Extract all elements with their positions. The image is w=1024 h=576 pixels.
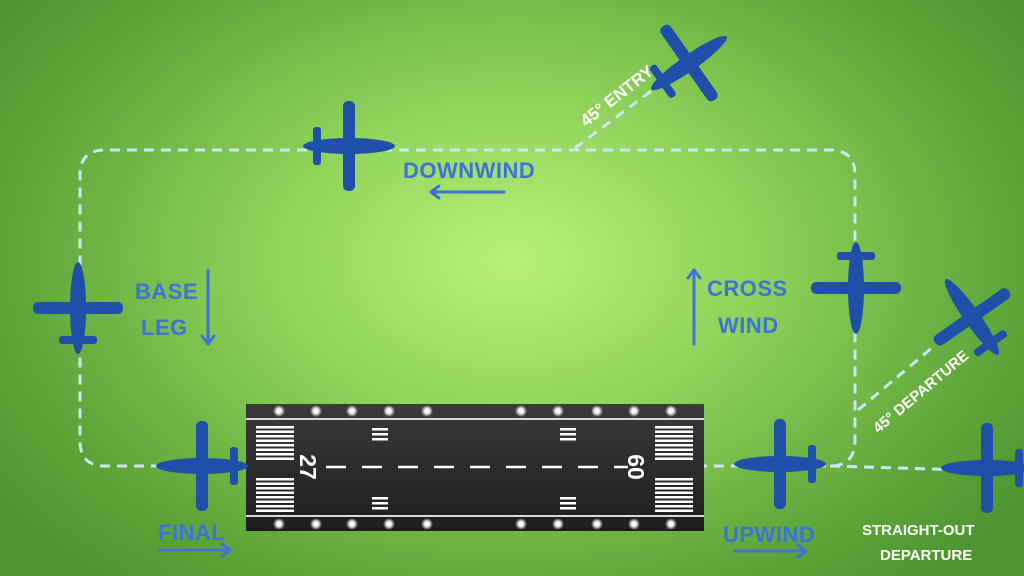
runway-stripe (256, 457, 294, 460)
runway-stripe (256, 491, 294, 494)
runway-stripe (256, 453, 294, 456)
base-leg-label-line2: LEG (141, 315, 188, 340)
upwind-label: UPWIND (723, 522, 816, 547)
runway-stripe (256, 505, 294, 508)
runway-light (273, 518, 285, 530)
final-arrow-icon (157, 542, 232, 558)
runway-stripe (655, 496, 693, 499)
runway-light (346, 405, 358, 417)
straight-out-departure-label-line2: DEPARTURE (880, 547, 973, 564)
departure-45-label: 45° DEPARTURE (870, 347, 972, 437)
runway-stripe (560, 433, 576, 436)
runway-stripe (256, 482, 294, 485)
runway-stripe (655, 430, 693, 433)
runway-light (310, 405, 322, 417)
airplane-icon (941, 423, 1024, 513)
runway-stripe (372, 497, 388, 500)
runway-stripe (655, 478, 693, 481)
runway-stripe (655, 453, 693, 456)
runway-light (421, 405, 433, 417)
runway-stripe (256, 487, 294, 490)
runway-stripe (655, 491, 693, 494)
downwind-arrow-icon (429, 184, 506, 200)
runway-light (591, 405, 603, 417)
straight-out-departure-path (829, 464, 966, 472)
runway-light (383, 405, 395, 417)
crosswind-arrow-icon (686, 268, 702, 346)
runway-number-right: 09 (623, 454, 649, 480)
runway-stripe (256, 500, 294, 503)
runway-stripe (256, 509, 294, 512)
airplane-icon (156, 421, 248, 511)
runway-stripe (256, 426, 294, 429)
runway-stripe (655, 444, 693, 447)
runway-stripe (655, 457, 693, 460)
runway-light (628, 518, 640, 530)
runway-light (421, 518, 433, 530)
departure-45-path (857, 318, 966, 412)
runway-light (665, 518, 677, 530)
runway-light (515, 518, 527, 530)
runway-light (552, 405, 564, 417)
runway-light (552, 518, 564, 530)
downwind-label: DOWNWIND (403, 158, 536, 183)
runway-light (515, 405, 527, 417)
runway-stripe (256, 448, 294, 451)
crosswind-label-line2: WIND (718, 313, 779, 338)
runway-stripe (560, 428, 576, 431)
runway-stripe (655, 487, 693, 490)
crosswind-label-line1: CROSS (707, 276, 788, 301)
runway-stripe (256, 496, 294, 499)
straight-out-departure-label-line1: STRAIGHT-OUT (862, 522, 975, 539)
runway-stripe (256, 435, 294, 438)
runway-stripe (256, 444, 294, 447)
runway-stripe (655, 505, 693, 508)
runway-stripe (560, 507, 576, 510)
runway-stripe (372, 438, 388, 441)
runway-light (310, 518, 322, 530)
runway-light (665, 405, 677, 417)
final-label: FINAL (158, 520, 226, 545)
runway-stripe (655, 448, 693, 451)
runway-stripe (655, 500, 693, 503)
runway-stripe (256, 430, 294, 433)
runway-stripe (256, 478, 294, 481)
base-leg-arrow-icon (200, 268, 216, 346)
runway-stripe (256, 439, 294, 442)
runway-stripe (655, 439, 693, 442)
runway-stripe (655, 426, 693, 429)
runway-stripe (655, 509, 693, 512)
runway-light (591, 518, 603, 530)
runway-stripe (655, 482, 693, 485)
runway-light (273, 405, 285, 417)
runway-light (346, 518, 358, 530)
runway-stripe (560, 502, 576, 505)
runway-stripe (372, 502, 388, 505)
runway-stripe (372, 507, 388, 510)
runway-stripe (655, 435, 693, 438)
runway-number-left: 27 (295, 454, 321, 480)
airplane-icon (303, 101, 395, 191)
upwind-arrow-icon (733, 543, 808, 559)
runway-edge-lights (273, 405, 677, 530)
runway-light (628, 405, 640, 417)
runway-stripe (372, 428, 388, 431)
airplane-icon (33, 262, 123, 354)
runway-light (383, 518, 395, 530)
base-leg-label-line1: BASE (135, 279, 199, 304)
runway-stripe (560, 497, 576, 500)
pattern-path (78, 148, 857, 468)
runway: 27 09 (246, 404, 704, 531)
runway-stripe (372, 433, 388, 436)
airplane-icon (734, 419, 826, 509)
runway-stripe (560, 438, 576, 441)
airplane-icon (811, 242, 901, 334)
runway-markings (256, 426, 693, 512)
